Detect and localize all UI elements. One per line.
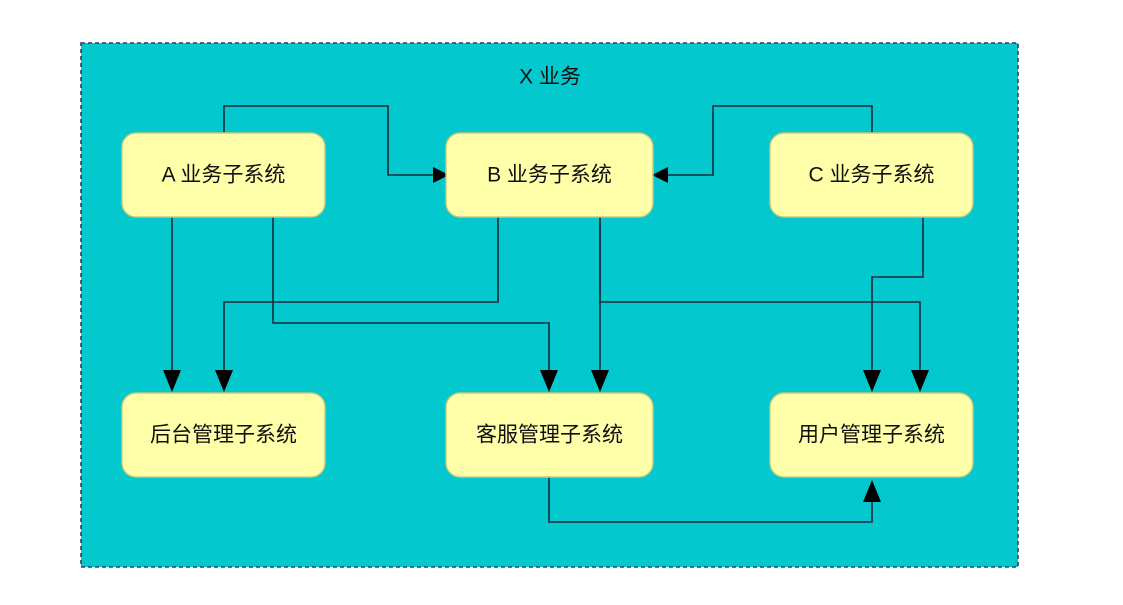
node-c-label: C 业务子系统: [809, 164, 935, 187]
group-title: X 业务: [519, 66, 581, 89]
node-b-rect: [445, 132, 654, 218]
node-b[interactable]: B 业务子系统: [445, 132, 654, 218]
edge-c-to-b[interactable]: [652, 105, 873, 183]
node-a[interactable]: A 业务子系统: [121, 132, 326, 218]
edge-a-to-b-arrowhead: [433, 167, 449, 183]
node-c-rect: [769, 132, 974, 218]
edge-c-to-user[interactable]: [863, 217, 924, 392]
edge-b-to-user[interactable]: [599, 217, 929, 392]
edge-a-to-cs-path: [272, 217, 550, 375]
node-cs[interactable]: 客服管理子系统: [445, 392, 654, 478]
node-cs-rect: [445, 392, 654, 478]
edge-c-to-b-arrowhead: [652, 167, 668, 183]
edge-c-to-b-path: [664, 105, 873, 176]
edge-a-to-cs-arrowhead: [540, 370, 558, 392]
node-c[interactable]: C 业务子系统: [769, 132, 974, 218]
edge-c-to-user-path: [871, 217, 924, 375]
edge-cs-to-user-arrowhead: [863, 480, 881, 502]
node-layer: A 业务子系统 B 业务子系统 C 业务子系统 后台管理子系统 客服管理子系统 …: [121, 132, 974, 478]
edge-b-to-user-path: [599, 217, 921, 375]
node-user-label: 用户管理子系统: [798, 424, 945, 447]
node-b-label: B 业务子系统: [487, 164, 612, 187]
edge-a-to-b[interactable]: [223, 105, 449, 183]
edge-c-to-cs-arrowhead: [591, 370, 609, 392]
edge-b-to-admin-arrowhead: [215, 370, 233, 392]
node-admin-label: 后台管理子系统: [150, 424, 297, 447]
node-a-rect: [121, 132, 326, 218]
node-user[interactable]: 用户管理子系统: [769, 392, 974, 478]
edge-a-to-b-path: [223, 105, 437, 176]
edge-b-to-admin[interactable]: [215, 217, 499, 392]
edge-c-to-user-arrowhead: [863, 370, 881, 392]
node-admin[interactable]: 后台管理子系统: [121, 392, 326, 478]
node-user-rect: [769, 392, 974, 478]
edge-cs-to-user-path: [548, 477, 873, 523]
node-cs-label: 客服管理子系统: [476, 424, 623, 447]
edge-b-to-user-arrowhead: [911, 370, 929, 392]
edge-layer: [163, 105, 929, 523]
node-admin-rect: [121, 392, 326, 478]
node-a-label: A 业务子系统: [162, 164, 286, 187]
edge-a-to-cs[interactable]: [272, 217, 558, 392]
edge-a-to-admin-arrowhead: [163, 370, 181, 392]
edge-cs-to-user[interactable]: [548, 477, 881, 523]
edge-a-to-admin[interactable]: [163, 217, 181, 392]
edge-b-to-admin-path: [223, 217, 499, 375]
